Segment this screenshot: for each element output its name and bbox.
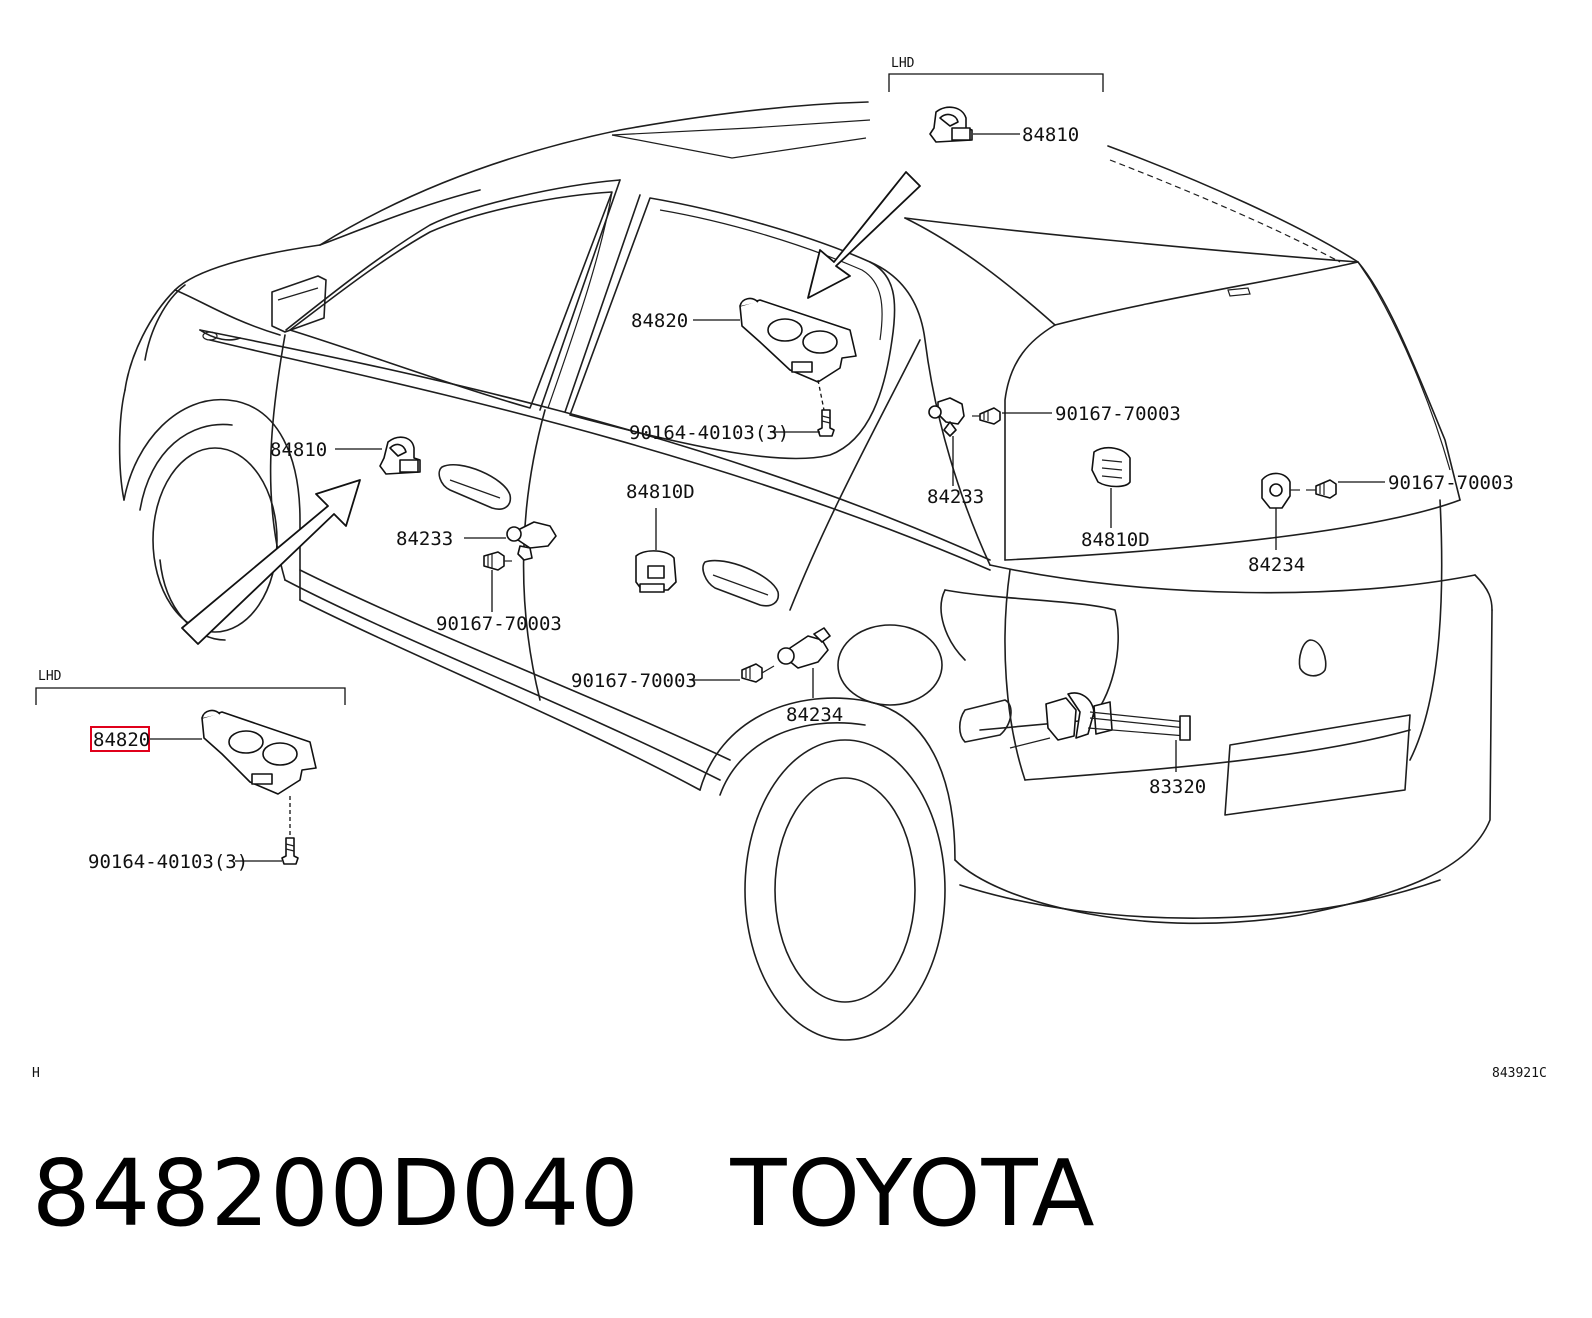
courtesy-switch-84234-center-icon [777, 627, 831, 669]
part-label-90167-d[interactable]: 90167-70003 [571, 670, 697, 692]
pointer-arrow-lower [181, 479, 361, 645]
latch-assembly-83320-icon [1009, 692, 1191, 749]
part-label-84810d-center[interactable]: 84810D [626, 481, 695, 503]
part-label-84810-left[interactable]: 84810 [270, 439, 327, 461]
part-label-90167-c[interactable]: 90167-70003 [436, 613, 562, 635]
screw-90167-c-icon [483, 551, 512, 571]
part-label-84233-left[interactable]: 84233 [396, 528, 453, 550]
lhd-bracket-top [888, 73, 1104, 92]
courtesy-switch-84233-right-icon [928, 397, 965, 437]
switch-84810-left-icon [379, 436, 421, 475]
screw-90164-main-icon [817, 409, 835, 437]
part-label-90167-a[interactable]: 90167-70003 [1055, 403, 1181, 425]
screw-90167-d-icon [741, 663, 775, 683]
screw-90167-b-icon [1306, 479, 1337, 499]
part-label-84810d-right[interactable]: 84810D [1081, 529, 1150, 551]
pointer-arrow-upper [807, 171, 921, 299]
switch-84810d-center-icon [635, 550, 677, 593]
lhd-label-left: LHD [38, 669, 62, 684]
part-label-90164-left[interactable]: 90164-40103(3) [88, 851, 248, 873]
diagram-reference-code: 843921C [1492, 1066, 1547, 1081]
part-label-84810-top[interactable]: 84810 [1022, 124, 1079, 146]
lhd-bracket-left [35, 687, 346, 705]
car-outline [118, 101, 1493, 1041]
part-label-84234-center[interactable]: 84234 [786, 704, 843, 726]
part-label-84234-right[interactable]: 84234 [1248, 554, 1305, 576]
highlight-box [90, 726, 150, 752]
part-label-83320[interactable]: 83320 [1149, 776, 1206, 798]
lhd-label-top: LHD [891, 56, 915, 71]
power-window-switch-84820-lhd-icon [201, 709, 317, 795]
power-window-switch-84820-icon [739, 297, 857, 383]
switch-84810-top-icon [929, 106, 973, 143]
screw-90167-a-icon [972, 407, 1001, 425]
part-label-90167-b[interactable]: 90167-70003 [1388, 472, 1514, 494]
part-label-90164-main[interactable]: 90164-40103(3) [629, 422, 789, 444]
courtesy-switch-84233-left-icon [506, 521, 557, 561]
part-number-title: 848200D040 TOYOTA [32, 1140, 1096, 1247]
part-label-84820-left[interactable]: 84820 [93, 729, 150, 751]
part-label-84233-right[interactable]: 84233 [927, 486, 984, 508]
diagram-code-h: H [32, 1066, 40, 1081]
courtesy-switch-84234-right-icon [1261, 472, 1300, 509]
part-label-84820-main[interactable]: 84820 [631, 310, 688, 332]
switch-84810d-right-icon [1091, 446, 1131, 488]
screw-90164-left-icon [281, 837, 299, 865]
